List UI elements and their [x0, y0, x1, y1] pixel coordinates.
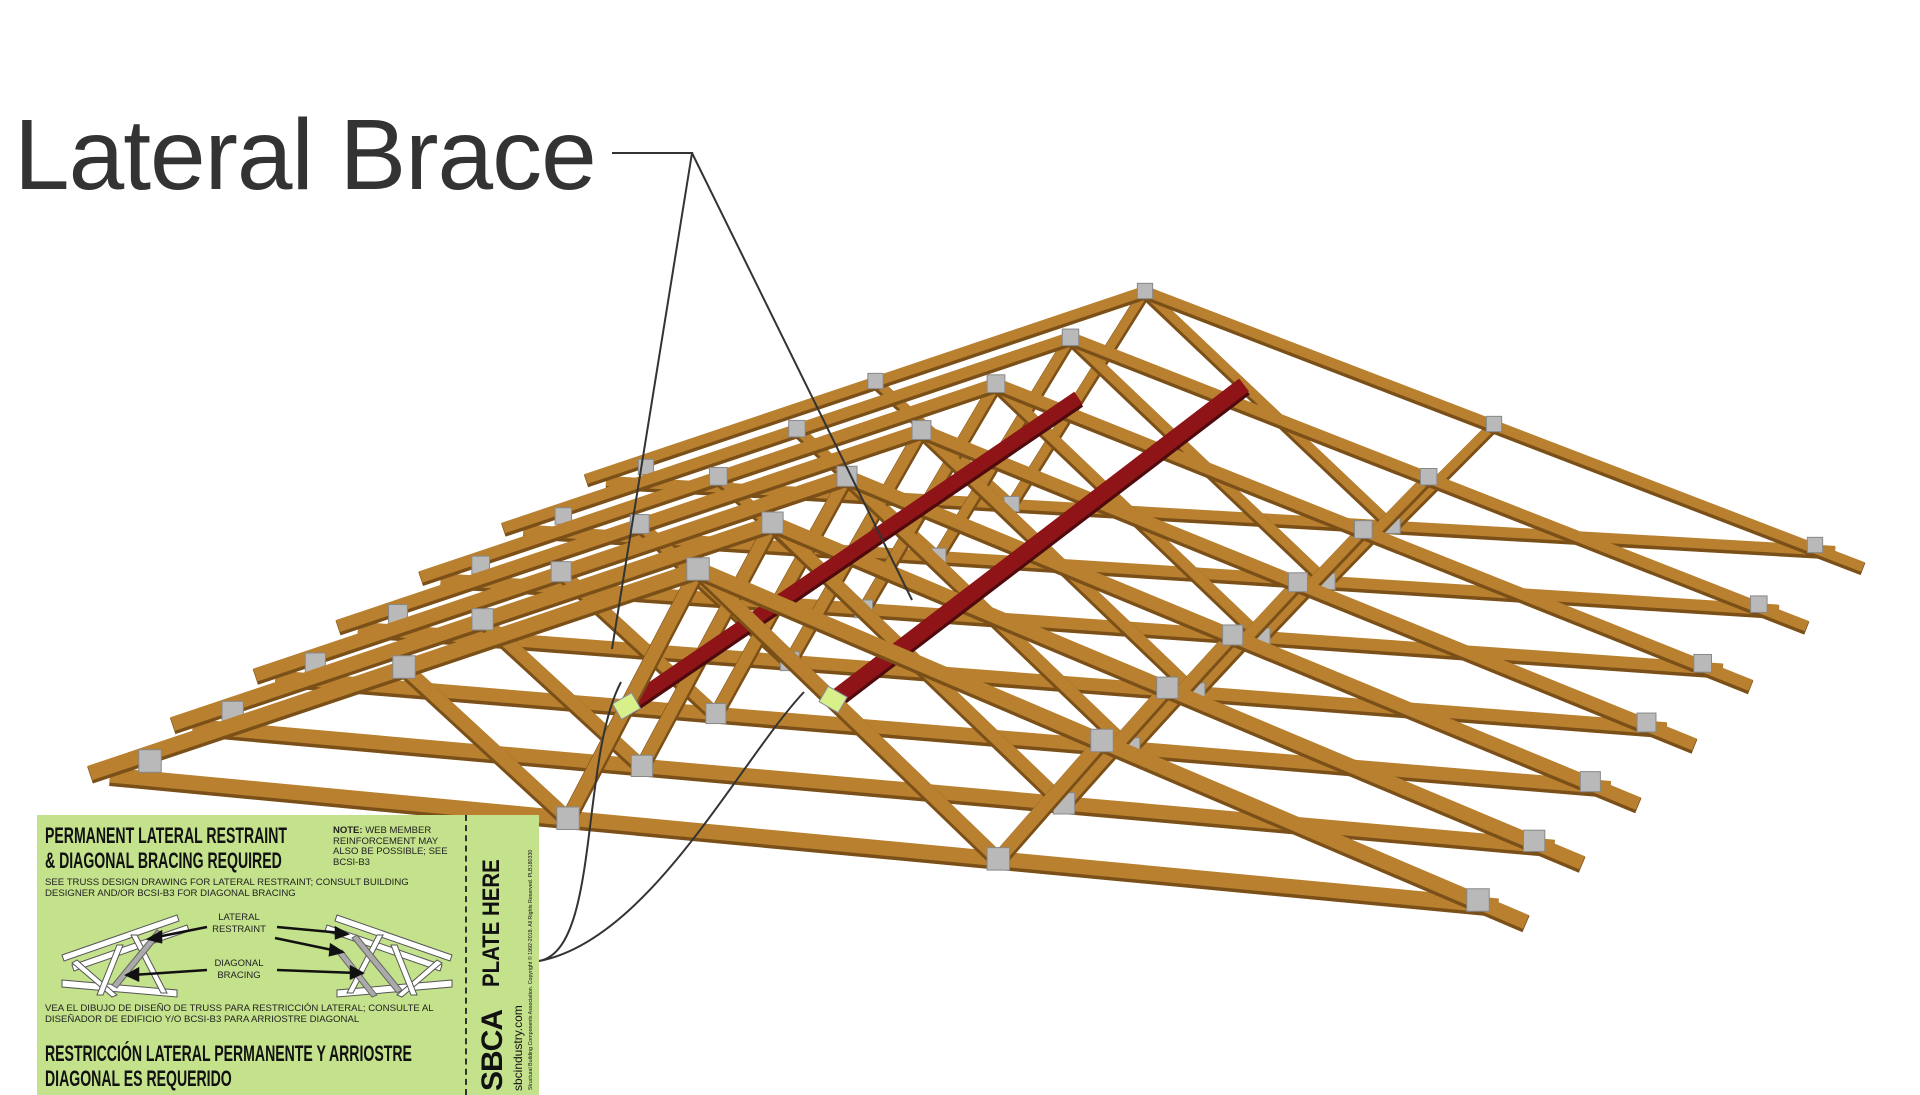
truss-plate: [1061, 328, 1080, 347]
tag-instruction-en: SEE TRUSS DESIGN DRAWING FOR LATERAL RES…: [45, 877, 409, 899]
truss-plate: [1485, 415, 1503, 433]
truss-set: [87, 282, 1866, 933]
truss-plate: [1466, 888, 1490, 912]
plate-here-label: PLATE HERE: [478, 859, 505, 987]
web-member: [693, 564, 1004, 864]
copyright-text: Structural Building Components Associati…: [528, 849, 534, 1090]
sbca-logo: SBCA: [476, 1009, 509, 1091]
bottom-chord: [357, 621, 1667, 735]
truss-plate: [392, 655, 416, 679]
truss-plate: [911, 420, 932, 440]
lateral-brace-right: [828, 378, 1249, 706]
lateral-brace-callout: Lateral Brace: [14, 99, 597, 211]
bracing-tag: PERMANENT LATERAL RESTRAINT & DIAGONAL B…: [37, 815, 539, 1095]
bottom-chord: [274, 670, 1611, 795]
top-chord-left: [335, 424, 924, 632]
top-chord-right: [919, 424, 1697, 751]
truss-plate: [986, 374, 1006, 394]
truss-plate: [1806, 536, 1824, 554]
leader-line-right: [691, 152, 913, 601]
truss-plate: [550, 561, 572, 583]
truss-plate: [1353, 520, 1373, 539]
truss-plate: [1136, 282, 1154, 300]
bottom-chord: [109, 767, 1499, 914]
truss-plate: [1693, 653, 1713, 673]
restraint-tag-marker: [611, 692, 642, 721]
truss-plate: [788, 419, 806, 438]
web-member: [399, 662, 573, 824]
truss-plate: [708, 466, 728, 486]
truss-plate: [1156, 676, 1179, 699]
tag-heading-en: PERMANENT LATERAL RESTRAINT & DIAGONAL B…: [45, 823, 287, 873]
truss-plate: [1419, 468, 1438, 486]
truss-plate: [471, 608, 494, 631]
truss-plate: [1636, 712, 1657, 733]
top-chord-right: [993, 378, 1753, 691]
truss-plate: [1579, 771, 1601, 793]
tag-instruction-es: VEA EL DIBUJO DE DISEÑO DE TRUSS PARA RE…: [45, 1003, 434, 1025]
web-member: [1323, 473, 1433, 585]
diagonal-bracing-label: DIAGONAL BRACING: [214, 958, 264, 981]
truss-plate: [629, 514, 650, 534]
tag-cut-line: [465, 815, 467, 1095]
bracing-illustration: [61, 914, 453, 998]
web-member: [562, 565, 704, 822]
truss-plate: [1523, 829, 1546, 852]
truss-plate: [1222, 624, 1244, 646]
top-chord-left: [584, 286, 1147, 484]
tag-leader-right: [538, 691, 805, 962]
website-label: sbcindustry.com: [511, 1005, 525, 1091]
truss-plate: [138, 749, 162, 773]
truss-plate: [705, 702, 727, 725]
bottom-chord: [192, 718, 1555, 854]
leader-lines: [538, 152, 913, 962]
lateral-restraint-label: LATERAL RESTRAINT: [212, 912, 266, 935]
web-member: [1141, 287, 1396, 530]
truss-plate: [556, 806, 580, 830]
truss-plate: [986, 847, 1011, 871]
top-chord-left: [418, 378, 998, 583]
truss-plate: [1288, 572, 1308, 593]
tag-heading-es: RESTRICCIÓN LATERAL PERMANENTE Y ARRIOST…: [45, 1041, 412, 1091]
truss-plate: [867, 372, 884, 390]
truss-plate: [630, 754, 654, 778]
restraint-tag-marker: [818, 685, 848, 714]
web-member: [1389, 420, 1498, 530]
tag-leader-left: [538, 681, 622, 962]
lateral-brace-left: [622, 391, 1083, 712]
truss-plate: [1090, 728, 1114, 753]
truss-plate: [686, 557, 710, 581]
top-chord-right: [1143, 286, 1865, 572]
tag-note: NOTE: WEB MEMBER REINFORCEMENT MAY ALSO …: [333, 825, 448, 868]
truss-plate: [761, 511, 784, 534]
top-chord-left: [501, 332, 1073, 534]
top-chord-right: [1068, 332, 1809, 632]
truss-plate: [1750, 595, 1768, 613]
web-member: [993, 736, 1108, 864]
